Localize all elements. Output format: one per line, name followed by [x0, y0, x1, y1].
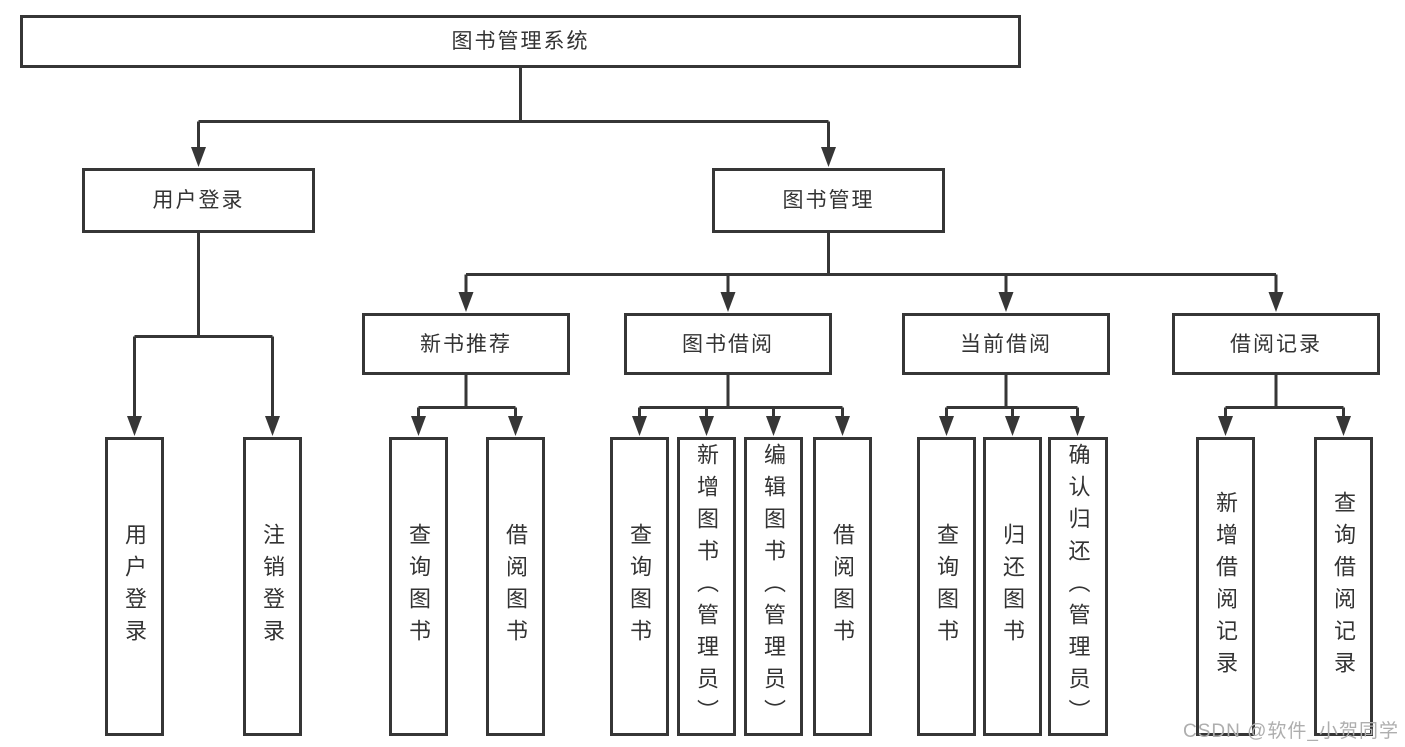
section-current-borrow: 当前借阅 — [902, 313, 1110, 375]
section-book-borrow: 图书借阅 — [624, 313, 832, 375]
leaf-label: 新增借阅记录 — [1213, 490, 1239, 683]
leaf-borrow-books-1: 借阅图书 — [486, 437, 545, 736]
leaf-confirm-return-admin: 确认归还（管理员） — [1048, 437, 1108, 736]
node-user-login-label: 用户登录 — [152, 189, 245, 212]
watermark: CSDN @软件_小贺同学 — [1183, 721, 1399, 742]
section-label: 借阅记录 — [1230, 332, 1322, 356]
node-root-label: 图书管理系统 — [451, 30, 590, 53]
leaf-logout: 注销登录 — [243, 437, 302, 736]
leaf-query-books-1: 查询图书 — [389, 437, 448, 736]
leaf-return-book: 归还图书 — [983, 437, 1042, 736]
leaf-label: 借阅图书 — [830, 522, 856, 651]
node-book-management-label: 图书管理 — [782, 189, 875, 212]
leaf-add-borrow-record: 新增借阅记录 — [1196, 437, 1255, 736]
leaf-label: 注销登录 — [260, 522, 286, 651]
section-label: 图书借阅 — [682, 332, 774, 356]
node-book-management: 图书管理 — [712, 168, 945, 233]
leaf-label: 新增图书（管理员） — [694, 442, 720, 731]
leaf-query-books-2: 查询图书 — [610, 437, 669, 736]
leaf-label: 确认归还（管理员） — [1065, 442, 1091, 731]
leaf-label: 查询图书 — [934, 522, 960, 651]
leaf-user-login: 用户登录 — [105, 437, 164, 736]
leaf-label: 用户登录 — [122, 522, 148, 651]
leaf-query-books-3: 查询图书 — [917, 437, 976, 736]
leaf-edit-book-admin: 编辑图书（管理员） — [744, 437, 803, 736]
node-root: 图书管理系统 — [20, 15, 1021, 68]
leaf-label: 查询借阅记录 — [1331, 490, 1357, 683]
node-user-login: 用户登录 — [82, 168, 315, 233]
leaf-label: 查询图书 — [406, 522, 432, 651]
leaf-label: 归还图书 — [1000, 522, 1026, 651]
section-label: 当前借阅 — [960, 332, 1052, 356]
section-new-book-recommend: 新书推荐 — [362, 313, 570, 375]
section-label: 新书推荐 — [420, 332, 512, 356]
connector-arrowheads — [127, 147, 1351, 436]
section-borrow-records: 借阅记录 — [1172, 313, 1380, 375]
leaf-label: 借阅图书 — [503, 522, 529, 651]
leaf-label: 编辑图书（管理员） — [761, 442, 787, 731]
leaf-borrow-books-2: 借阅图书 — [813, 437, 872, 736]
leaf-query-borrow-record: 查询借阅记录 — [1314, 437, 1373, 736]
leaf-label: 查询图书 — [627, 522, 653, 651]
leaf-add-book-admin: 新增图书（管理员） — [677, 437, 736, 736]
